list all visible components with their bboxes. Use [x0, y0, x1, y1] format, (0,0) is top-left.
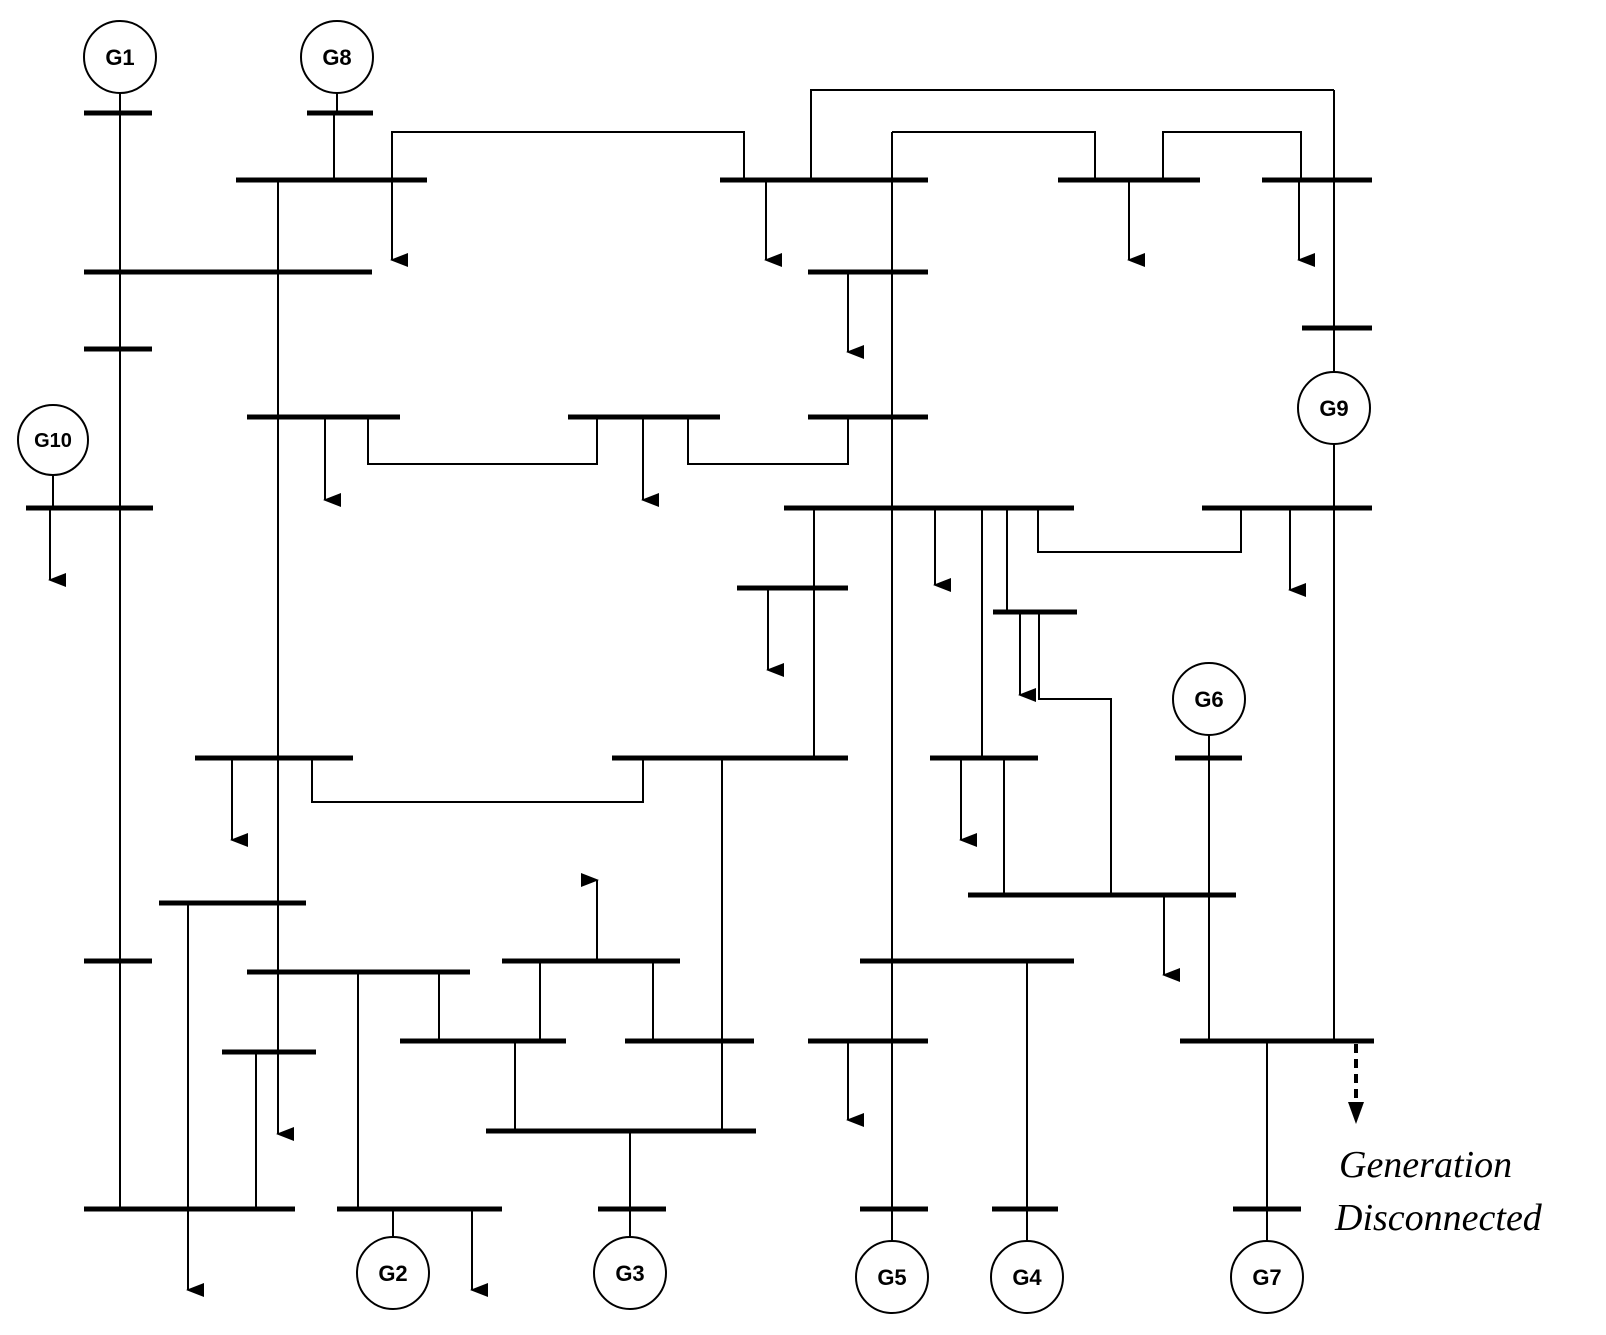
generator-label: G7	[1252, 1265, 1281, 1290]
generator-label: G8	[322, 45, 351, 70]
load-arrows	[48, 180, 1364, 1297]
generator-label: G3	[615, 1261, 644, 1286]
generators: G1 G8 G9 G10 G6 G2 G3 G5	[17, 20, 1371, 1314]
generator-g8: G8	[300, 20, 374, 94]
generator-g4: G4	[990, 1240, 1064, 1314]
line-bus7-to-bus9	[1038, 612, 1112, 895]
annotation-line-1: Generation	[1339, 1144, 1512, 1186]
generator-g9: G9	[1297, 371, 1371, 445]
generator-g1: G1	[83, 20, 157, 94]
generator-g6: G6	[1172, 662, 1246, 736]
bus-bars	[26, 110, 1374, 1212]
line-bus8l-to-bus8c	[311, 758, 644, 803]
generator-g2: G2	[356, 1236, 430, 1310]
transmission-lines	[52, 89, 1335, 1270]
line-top-right-loop	[1162, 131, 1302, 180]
generator-label: G6	[1194, 687, 1223, 712]
line-mid-left-loop	[367, 417, 598, 465]
line-mid-right-loop	[687, 417, 849, 465]
generator-g10: G10	[17, 404, 89, 476]
generator-label: G5	[877, 1265, 906, 1290]
generator-label: G9	[1319, 396, 1348, 421]
generator-label: G4	[1012, 1265, 1042, 1290]
generation-disconnected-annotation: Generation Disconnected	[1334, 1144, 1543, 1239]
disconnected-arrowhead	[1348, 1102, 1364, 1124]
generator-label: G1	[105, 45, 134, 70]
line-top-outer-loop	[810, 89, 1334, 180]
generator-g5: G5	[855, 1240, 929, 1314]
generator-label: G2	[378, 1261, 407, 1286]
line-bus5-right-loop	[1037, 508, 1242, 553]
generator-g7: G7	[1230, 1240, 1304, 1314]
line-top-left-loop	[391, 131, 745, 180]
generator-label: G10	[34, 430, 72, 452]
annotation-line-2: Disconnected	[1334, 1197, 1543, 1239]
line-top-inner-loop	[892, 131, 1096, 180]
generator-g3: G3	[593, 1236, 667, 1310]
